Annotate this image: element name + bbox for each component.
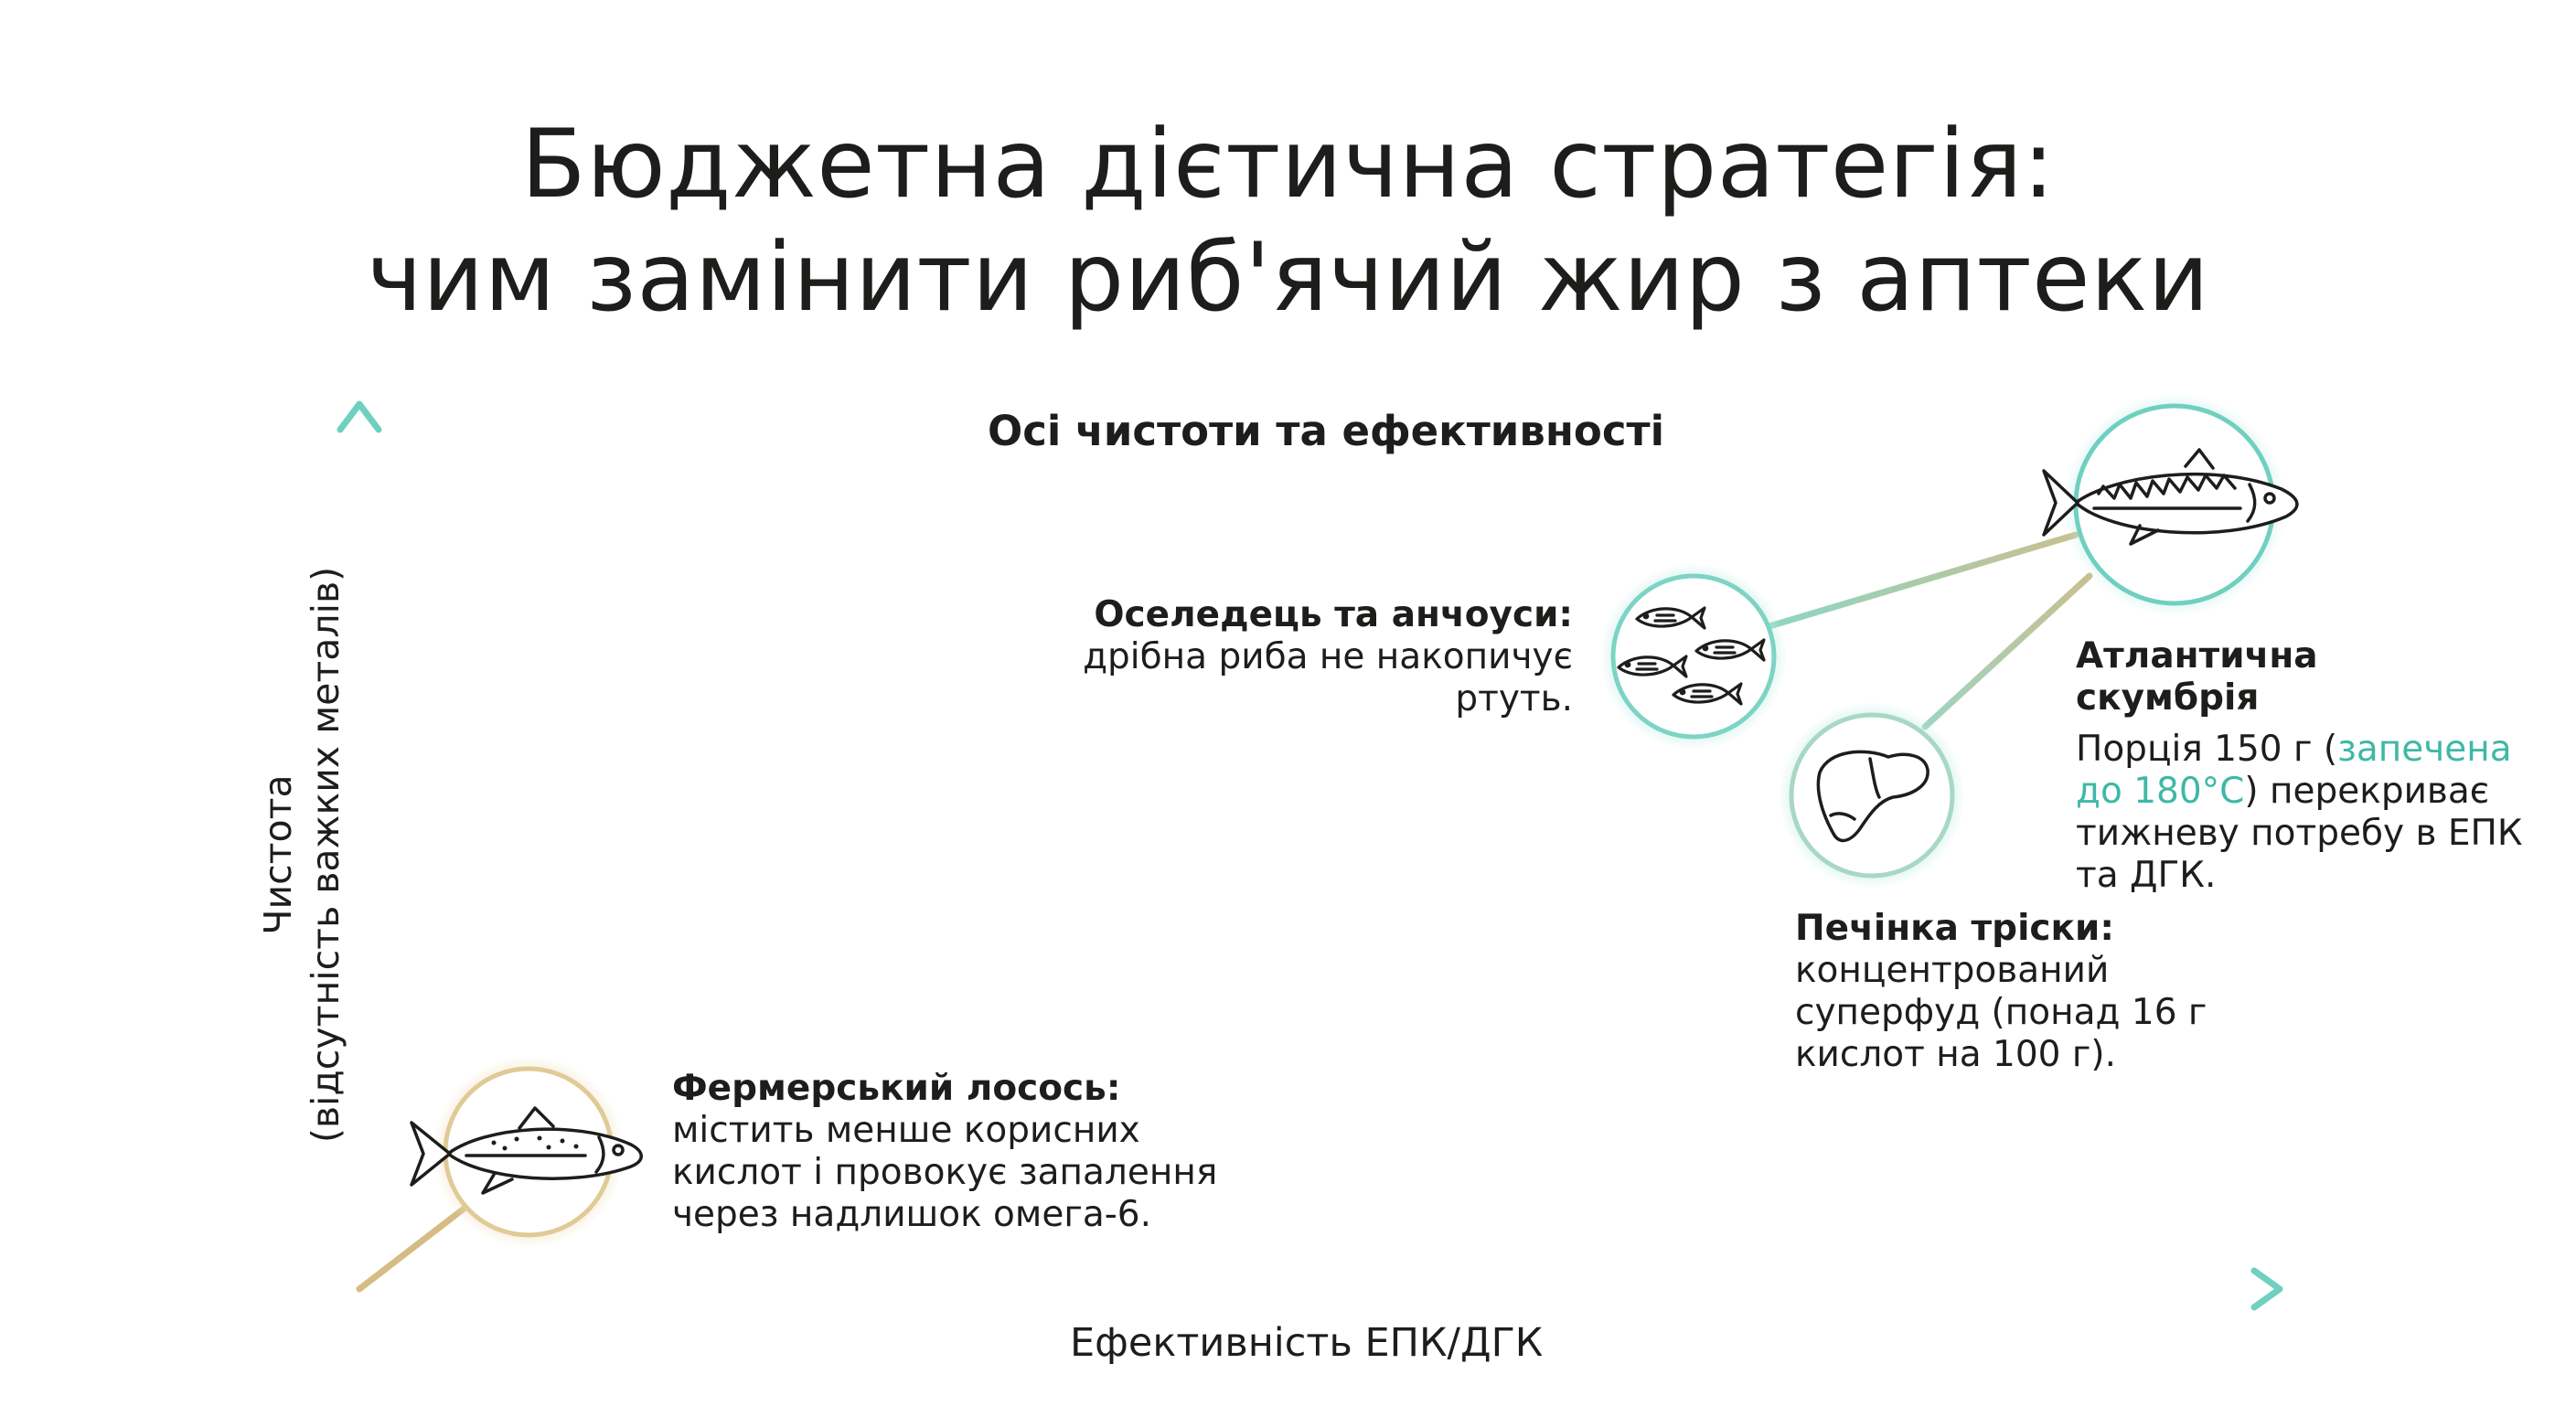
- herring-desc-line-1: дрібна риба не накопичує: [1083, 636, 1573, 677]
- connector-liver-mackerel: [1921, 572, 2093, 730]
- mackerel-title-line-1: Атлантична: [2076, 635, 2318, 677]
- cod-liver-label: Печінка тріски: концентрований суперфуд …: [1795, 908, 2271, 1076]
- mackerel-desc-line-1: Порція 150 г (запечена: [2076, 729, 2551, 771]
- mackerel-icon: [2042, 448, 2299, 546]
- herring-node: [1600, 563, 1787, 750]
- y-axis-label-line-1: Чистота: [256, 774, 300, 935]
- salmon-icon: [410, 1106, 643, 1195]
- y-axis-label-line-2: (відсутність важких металів): [304, 566, 347, 1144]
- salmon-label: Фермерський лосось: містить менше корисн…: [672, 1068, 1239, 1236]
- herring-desc-line-2: ртуть.: [1455, 678, 1573, 719]
- salmon-desc-line-2: кислот і провокує запалення: [672, 1152, 1218, 1193]
- mackerel-highlight-1: запечена: [2337, 729, 2512, 770]
- x-axis: [356, 1267, 2283, 1311]
- mackerel-desc-line-2: до 180°C) перекриває: [2076, 771, 2551, 813]
- cod-liver-title: Печінка тріски:: [1795, 908, 2114, 949]
- mackerel-desc-line-4: та ДГК.: [2076, 855, 2217, 896]
- herring-label: Оселедець та анчоуси: дрібна риба не нак…: [1033, 594, 1573, 720]
- salmon-desc-line-1: містить менше корисних: [672, 1110, 1140, 1151]
- connector-herring-mackerel: [1766, 531, 2079, 630]
- cod-liver-desc-line-1: концентрований: [1795, 950, 2110, 991]
- cod-liver-node: [1779, 702, 1965, 889]
- mackerel-desc-2b: ) перекриває: [2244, 771, 2490, 812]
- y-axis: [337, 400, 382, 1293]
- salmon-desc-line-3: через надлишок омега-6.: [672, 1194, 1152, 1235]
- herring-title: Оселедець та анчоуси:: [1094, 594, 1573, 635]
- mackerel-node: [2042, 393, 2299, 616]
- connector-origin-salmon: [356, 1203, 470, 1293]
- mackerel-highlight-2: до 180°C: [2076, 771, 2245, 812]
- mackerel-desc-1a: Порція 150 г (: [2076, 729, 2338, 770]
- mackerel-desc-line-3: тижневу потребу в ЕПК: [2076, 813, 2523, 854]
- y-axis-label: Чистота (відсутність важких металів): [254, 443, 349, 1266]
- mackerel-label: Атлантична скумбрія Порція 150 г (запече…: [2076, 635, 2551, 897]
- page-title: Бюджетна дієтична стратегія: чим замінит…: [0, 108, 2576, 335]
- title-line-2: чим замінити риб'ячий жир з аптеки: [366, 223, 2210, 333]
- salmon-node: [410, 1056, 643, 1248]
- title-line-1: Бюджетна дієтична стратегія:: [520, 110, 2056, 219]
- mackerel-title-line-2: скумбрія: [2076, 677, 2260, 719]
- salmon-title: Фермерський лосось:: [672, 1068, 1121, 1109]
- x-axis-label: Ефективність ЕПК/ДГК: [1070, 1320, 1544, 1366]
- diagram-subtitle: Осі чистоти та ефективності: [987, 407, 1665, 455]
- small-fish-school-icon: [1617, 606, 1766, 706]
- cod-liver-desc-line-3: кислот на 100 г).: [1795, 1034, 2116, 1075]
- liver-icon: [1816, 750, 1929, 843]
- cod-liver-desc-line-2: суперфуд (понад 16 г: [1795, 992, 2207, 1033]
